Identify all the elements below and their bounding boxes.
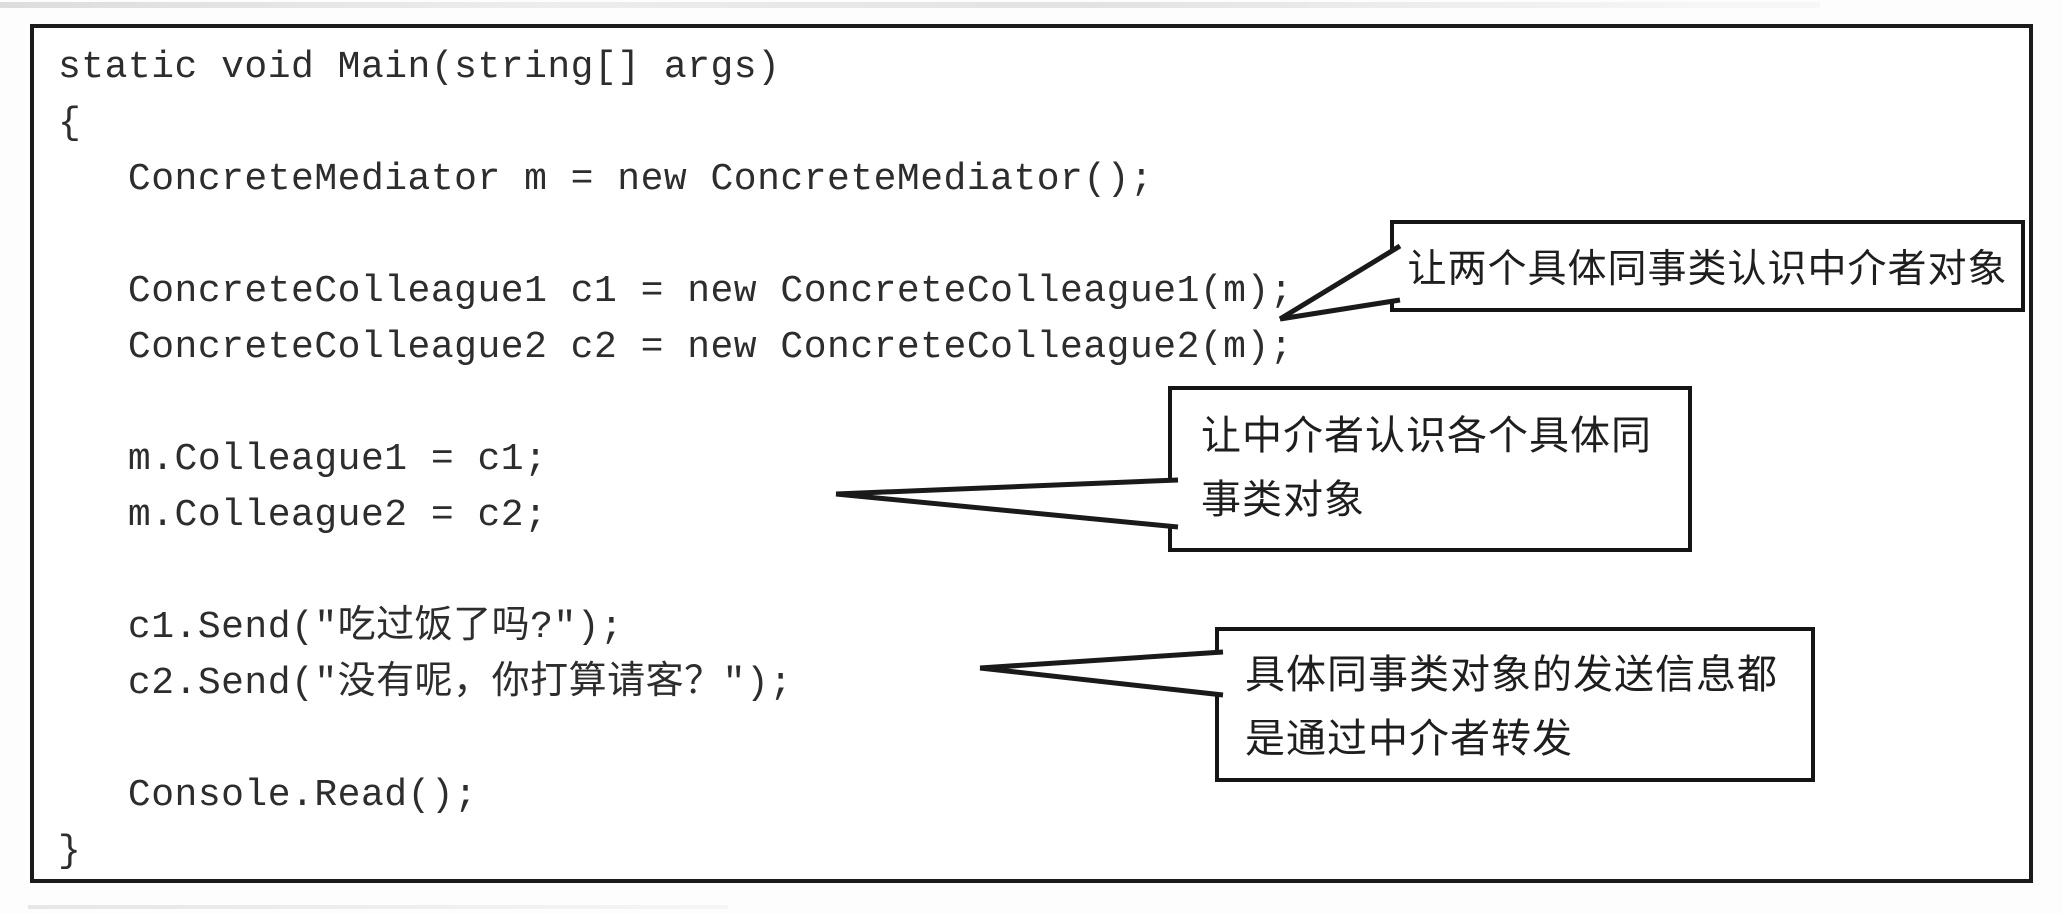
callout-box-mediator-knows-colleagues: 让中介者认识各个具体同 事类对象 bbox=[1168, 386, 1692, 552]
callout-box-send-via-mediator: 具体同事类对象的发送信息都 是通过中介者转发 bbox=[1215, 627, 1815, 782]
scan-artifact-bottom bbox=[28, 905, 728, 909]
scan-artifact-top bbox=[0, 2, 1820, 8]
callout-text-line: 具体同事类对象的发送信息都 bbox=[1245, 652, 1778, 697]
callout-box-colleagues-know-mediator: 让两个具体同事类认识中介者对象 bbox=[1390, 220, 2025, 312]
callout-text-line: 让中介者认识各个具体同 bbox=[1201, 413, 1652, 458]
callout-text-line: 事类对象 bbox=[1201, 477, 1365, 522]
code-block: static void Main(string[] args) { Concre… bbox=[58, 46, 1294, 873]
callout-text-line: 是通过中介者转发 bbox=[1245, 716, 1573, 761]
callout-text-line: 让两个具体同事类认识中介者对象 bbox=[1407, 248, 2008, 291]
